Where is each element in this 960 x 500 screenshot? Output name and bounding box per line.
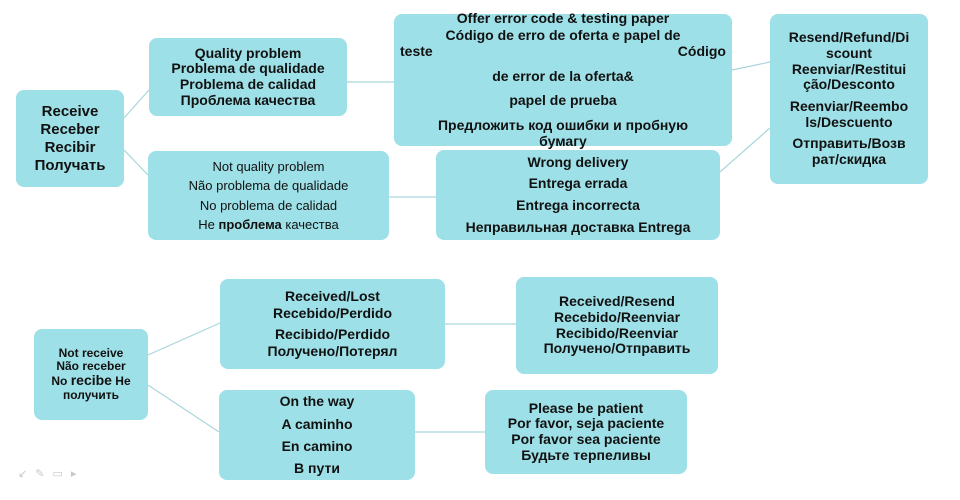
offer-line: Предложить код ошибки и пробную	[437, 116, 689, 133]
connector-notreceive-lost	[147, 322, 221, 356]
lost-line: Recebido/Perdido	[272, 305, 393, 322]
lost-line: Received/Lost	[285, 288, 380, 305]
quality-line: Problema de calidad	[179, 76, 317, 92]
offer-line: бумагу	[539, 133, 587, 150]
receive-line: Получать	[34, 156, 106, 174]
resend-refund-discount-box: Resend/Refund/Di scount Reenviar/Restitu…	[770, 14, 928, 184]
not-quality-line: Не проблема качества	[198, 215, 338, 235]
received-resend-line: Recibido/Reenviar	[555, 324, 679, 341]
please-be-patient-box: Please be patient Por favor, seja pacien…	[485, 390, 687, 474]
patient-line: Please be patient	[528, 399, 644, 416]
received-resend-line: Получено/Отправить	[543, 340, 691, 357]
patient-line: Por favor sea paciente	[511, 431, 661, 447]
quality-line: Проблема качества	[180, 91, 316, 108]
offer-line: Offer error code & testing paper	[456, 10, 670, 27]
not-quality-line-part: проблема	[218, 217, 282, 232]
quality-line: Quality problem	[194, 44, 302, 61]
offer-line: Código de erro de oferta e papel de	[445, 26, 681, 43]
lost-line: Recibido/Perdido	[274, 326, 391, 342]
slide-toolbar: ↙ ✎ ▭ ▸	[18, 467, 76, 481]
quality-line: Problema de qualidade	[171, 60, 325, 77]
receive-box: Receive Receber Recibir Получать	[16, 90, 124, 187]
quality-problem-box: Quality problem Problema de qualidade Pr…	[149, 38, 347, 116]
wrong-line: Entrega errada	[528, 175, 628, 192]
page-icon[interactable]: ▭	[52, 468, 63, 480]
not-quality-problem-box: Not quality problem Não problema de qual…	[148, 151, 389, 240]
offer-line: teste Código	[400, 43, 726, 60]
offer-line: de error de la oferta&	[492, 67, 634, 84]
resend-line: Отправить/Возв	[792, 135, 906, 152]
connector-wrong-resend	[719, 127, 771, 173]
way-line: En camino	[281, 438, 353, 454]
receive-line: Recibir	[44, 138, 96, 156]
not-quality-line-part: Не	[198, 217, 219, 232]
connector-notreceive-way	[147, 384, 220, 433]
connector-offer-resend	[731, 61, 771, 71]
wrong-line: Неправильная доставка Entrega	[465, 218, 691, 235]
arrow-icon[interactable]: ↙	[18, 468, 28, 480]
not-quality-line: No problema de calidad	[199, 197, 338, 213]
connector-receive-notquality	[123, 149, 149, 176]
way-line: A caminho	[281, 415, 353, 432]
way-line: On the way	[279, 393, 355, 410]
offer-line-part: Código	[677, 43, 726, 60]
not-receive-line-part: Не	[111, 374, 131, 389]
resend-line: Reenviar/Restitui	[791, 60, 907, 77]
not-quality-line: Não problema de qualidade	[188, 178, 349, 193]
resend-line: рат/скидка	[811, 151, 887, 168]
not-receive-line: получить	[62, 388, 119, 403]
not-receive-line: Not receive	[58, 345, 124, 360]
resend-line: ção/Desconto	[803, 76, 895, 93]
patient-line: Будьте терпеливы	[521, 446, 651, 463]
resend-line: ls/Descuento	[805, 113, 893, 130]
offer-line: papel de prueba	[509, 92, 617, 109]
received-resend-line: Received/Resend	[559, 293, 675, 310]
received-resend-box: Received/Resend Recebido/Reenviar Recibi…	[516, 277, 718, 374]
resend-line: scount	[826, 44, 872, 61]
resend-line: Reenviar/Reembo	[789, 98, 909, 114]
offer-line-part: teste	[400, 43, 433, 60]
resend-line: Resend/Refund/Di	[788, 29, 910, 46]
connector-receive-quality	[123, 89, 150, 119]
not-quality-line: Not quality problem	[212, 158, 325, 174]
wrong-line: Entrega incorrecta	[516, 197, 640, 213]
way-line: В пути	[294, 460, 340, 477]
on-the-way-box: On the way A caminho En camino В пути	[219, 390, 415, 480]
not-receive-line-part: No	[51, 374, 71, 389]
receive-line: Receber	[40, 120, 100, 138]
receive-line: Receive	[41, 102, 99, 120]
received-lost-box: Received/Lost Recebido/Perdido Recibido/…	[220, 279, 445, 369]
not-quality-line-part: качества	[281, 217, 339, 232]
offer-error-code-box: Offer error code & testing paper Código …	[394, 10, 732, 149]
not-receive-line: Não receber	[56, 358, 126, 373]
wrong-line: Wrong delivery	[527, 153, 629, 170]
wrong-delivery-box: Wrong delivery Entrega errada Entrega in…	[436, 150, 720, 240]
received-resend-line: Recebido/Reenviar	[553, 308, 681, 325]
menu-icon[interactable]: ▸	[70, 468, 77, 480]
patient-line: Por favor, seja paciente	[507, 415, 665, 432]
pen-icon[interactable]: ✎	[35, 468, 45, 480]
lost-line: Получено/Потерял	[267, 342, 398, 359]
not-receive-line-part: recibe	[70, 372, 112, 389]
not-receive-box: Not receive Não receber No recibe Не пол…	[34, 329, 148, 420]
not-receive-line: No recibe Не	[51, 373, 130, 389]
